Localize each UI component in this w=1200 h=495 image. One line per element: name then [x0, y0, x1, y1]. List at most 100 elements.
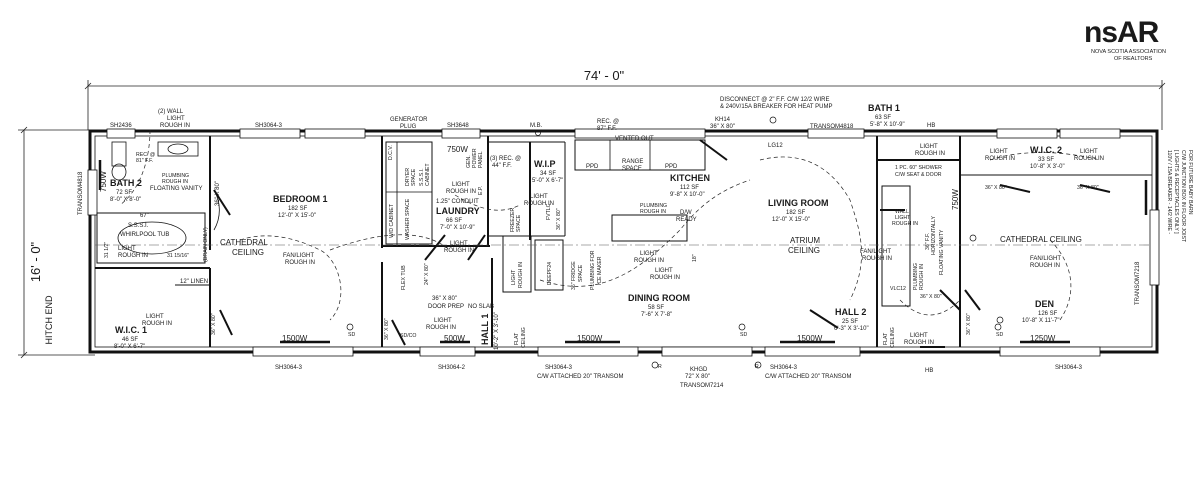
plumb-floating-1: PLUMBING: [162, 173, 189, 179]
wall-light-3: ROUGH IN: [160, 123, 190, 129]
note-right-3: C/W JUNCTION BOX IN FLOOR JOIST: [1180, 150, 1186, 243]
light-b1-1: LIGHT: [920, 144, 938, 150]
sd-3: SD: [996, 332, 1003, 338]
heaters: [98, 160, 1148, 344]
door-khgd-dims: 72" X 80": [685, 374, 710, 380]
room-den-area: 126 SF: [1038, 311, 1058, 317]
heater-dining: 1500W: [577, 334, 603, 343]
door-36x80-g: 36" X 80": [211, 313, 217, 335]
fan-light-1: FAN/LIGHT: [283, 253, 314, 259]
fan-light-2: ROUGH IN: [285, 260, 315, 266]
dim-18: 18": [692, 254, 698, 262]
horizontally: HORIZONTALLY: [931, 215, 937, 255]
transom7214: TRANSOM7214: [680, 383, 724, 389]
wall-36: 36" F.F.: [925, 233, 931, 250]
room-den-name: DEN: [1035, 299, 1054, 309]
door-36x80-b: 36" X 80": [384, 318, 390, 340]
logo-subtitle-1: NOVA SCOTIA ASSOCIATION: [1091, 49, 1166, 55]
ceiling-cathedral-right: CATHEDRAL CEILING: [1000, 235, 1082, 244]
r-2: R: [755, 364, 759, 370]
room-bath1-dims: 5'-8" X 10'-9": [870, 122, 905, 128]
generator-plug-2: PLUG: [400, 124, 417, 130]
light-b1-2: ROUGH IN: [915, 151, 945, 157]
heater-laundry: 750W: [447, 145, 468, 154]
dryer-space-2: SPACE: [411, 168, 417, 186]
room-bath1-area: 63 SF: [875, 115, 891, 121]
conduit-label: 1.25" CONDUIT: [436, 199, 479, 205]
whirlpool-2: WHIRLPOOL TUB: [120, 232, 169, 238]
plumb-kitchen-2: ROUGH IN: [640, 209, 666, 215]
fan-living-2: ROUGH IN: [862, 256, 892, 262]
door-36x80-f: 36" X 80": [1077, 185, 1099, 191]
heater-bath2: 750W: [99, 171, 108, 192]
windows-sides: [87, 169, 1160, 286]
shower-1: 1 PC. 60" SHOWER: [895, 165, 942, 171]
light-wip-1: LIGHT: [530, 194, 548, 200]
ceiling-flat-2b: CEILING: [890, 327, 896, 348]
fan-den-2: ROUGH IN: [1030, 263, 1060, 269]
wall-light-2: LIGHT: [167, 116, 185, 122]
lg12-label: LG12: [768, 143, 783, 149]
window-sh3064-3: SH3064-3: [545, 365, 573, 371]
ep-label: E.P.: [478, 186, 484, 195]
light-wic1-2: ROUGH IN: [142, 321, 172, 327]
window-transom4818: TRANSOM4818: [810, 124, 854, 130]
rec44-1: (3) REC. @: [490, 156, 521, 162]
sd-co: SD/CO: [400, 333, 416, 339]
room-living-area: 182 SF: [786, 210, 806, 216]
drain-only: (DRAIN ONLY): [203, 227, 209, 262]
room-hall2-name: HALL 2: [835, 307, 866, 317]
fan-living-1: FAN/LIGHT: [860, 249, 891, 255]
door-36x80-a: 36" X 80": [215, 181, 221, 206]
wall-light-b1-2: LIGHT: [895, 215, 911, 221]
ceiling-atrium-1: ATRIUM: [790, 236, 820, 245]
sd-2: SD: [740, 332, 747, 338]
room-wic2-dims: 10'-8" X 3'-0": [1030, 164, 1065, 170]
room-wic2-name: W.I.C. 2: [1030, 145, 1062, 155]
light-b2-2: ROUGH IN: [118, 253, 148, 259]
ice-1: PLUMBING FOR: [590, 250, 596, 290]
light-wic2b-2: ROUGH IN: [1074, 156, 1104, 162]
light-hall2-1: LIGHT: [910, 333, 928, 339]
light-b2-1: LIGHT: [118, 246, 136, 252]
linen: 12" LINEN: [180, 279, 208, 285]
light-hall-2: ROUGH IN: [444, 248, 474, 254]
room-wip-name: W.I.P: [534, 159, 556, 169]
window-sh3064-4: SH3064-3: [770, 365, 798, 371]
light-wic1-1: LIGHT: [146, 314, 164, 320]
window-sh3064-1: SH3064-3: [275, 365, 303, 371]
dw-label: D/W: [680, 210, 692, 216]
light-hall1b-1: LIGHT: [434, 318, 452, 324]
light-wic2a-2: ROUGH IN: [985, 156, 1015, 162]
door-36x80-c: 36" X 80": [920, 294, 942, 300]
ceiling-flat-2a: FLAT: [883, 332, 889, 345]
logo-subtitle-2: OF REALTORS: [1114, 56, 1153, 62]
freezer-2: SPACE: [516, 214, 522, 232]
ice-2: ICE MAKER: [597, 256, 603, 285]
plumb-floating-3: FLOATING VANITY: [150, 186, 202, 192]
heater-bath1: 750W: [951, 189, 960, 210]
ceiling-cathedral-left-1: CATHEDRAL: [220, 238, 268, 247]
light-hall2-2: ROUGH IN: [904, 340, 934, 346]
gen-panel-2: POWER: [472, 148, 478, 168]
rec81-1: REC. @: [136, 152, 155, 158]
realtor-logo: nsAR NOVA SCOTIA ASSOCIATION OF REALTORS: [1084, 16, 1166, 62]
room-hall2-dims: 6'-3" X 3'-10": [834, 326, 869, 332]
whirlpool-1: S.S.S.I.: [128, 223, 149, 229]
ppd-2: PPD: [665, 164, 678, 170]
meter-base: M.B.: [530, 123, 543, 129]
washer-space: WASHER SPACE: [405, 198, 411, 240]
cw-transom-2: C/W ATTACHED 20" TRANSOM: [765, 374, 851, 380]
fvtlc-dims: 36" X 80": [556, 208, 562, 230]
plumb-b1-1: PLUMBING: [913, 263, 919, 290]
dimension-width: [18, 126, 95, 359]
fvtlc: FVTLC: [546, 203, 552, 220]
deepf: DEEPF24: [547, 262, 553, 285]
room-den-dims: 10'-8" X 11'-7": [1022, 318, 1059, 324]
cw-transom-1: C/W ATTACHED 20" TRANSOM: [537, 374, 623, 380]
door-swings: [213, 139, 1111, 348]
transom-right-label: TRANSOM7218: [1135, 261, 1141, 305]
shower-2: C/W SEAT & DOOR: [895, 172, 942, 178]
windows-top: [106, 128, 1121, 139]
